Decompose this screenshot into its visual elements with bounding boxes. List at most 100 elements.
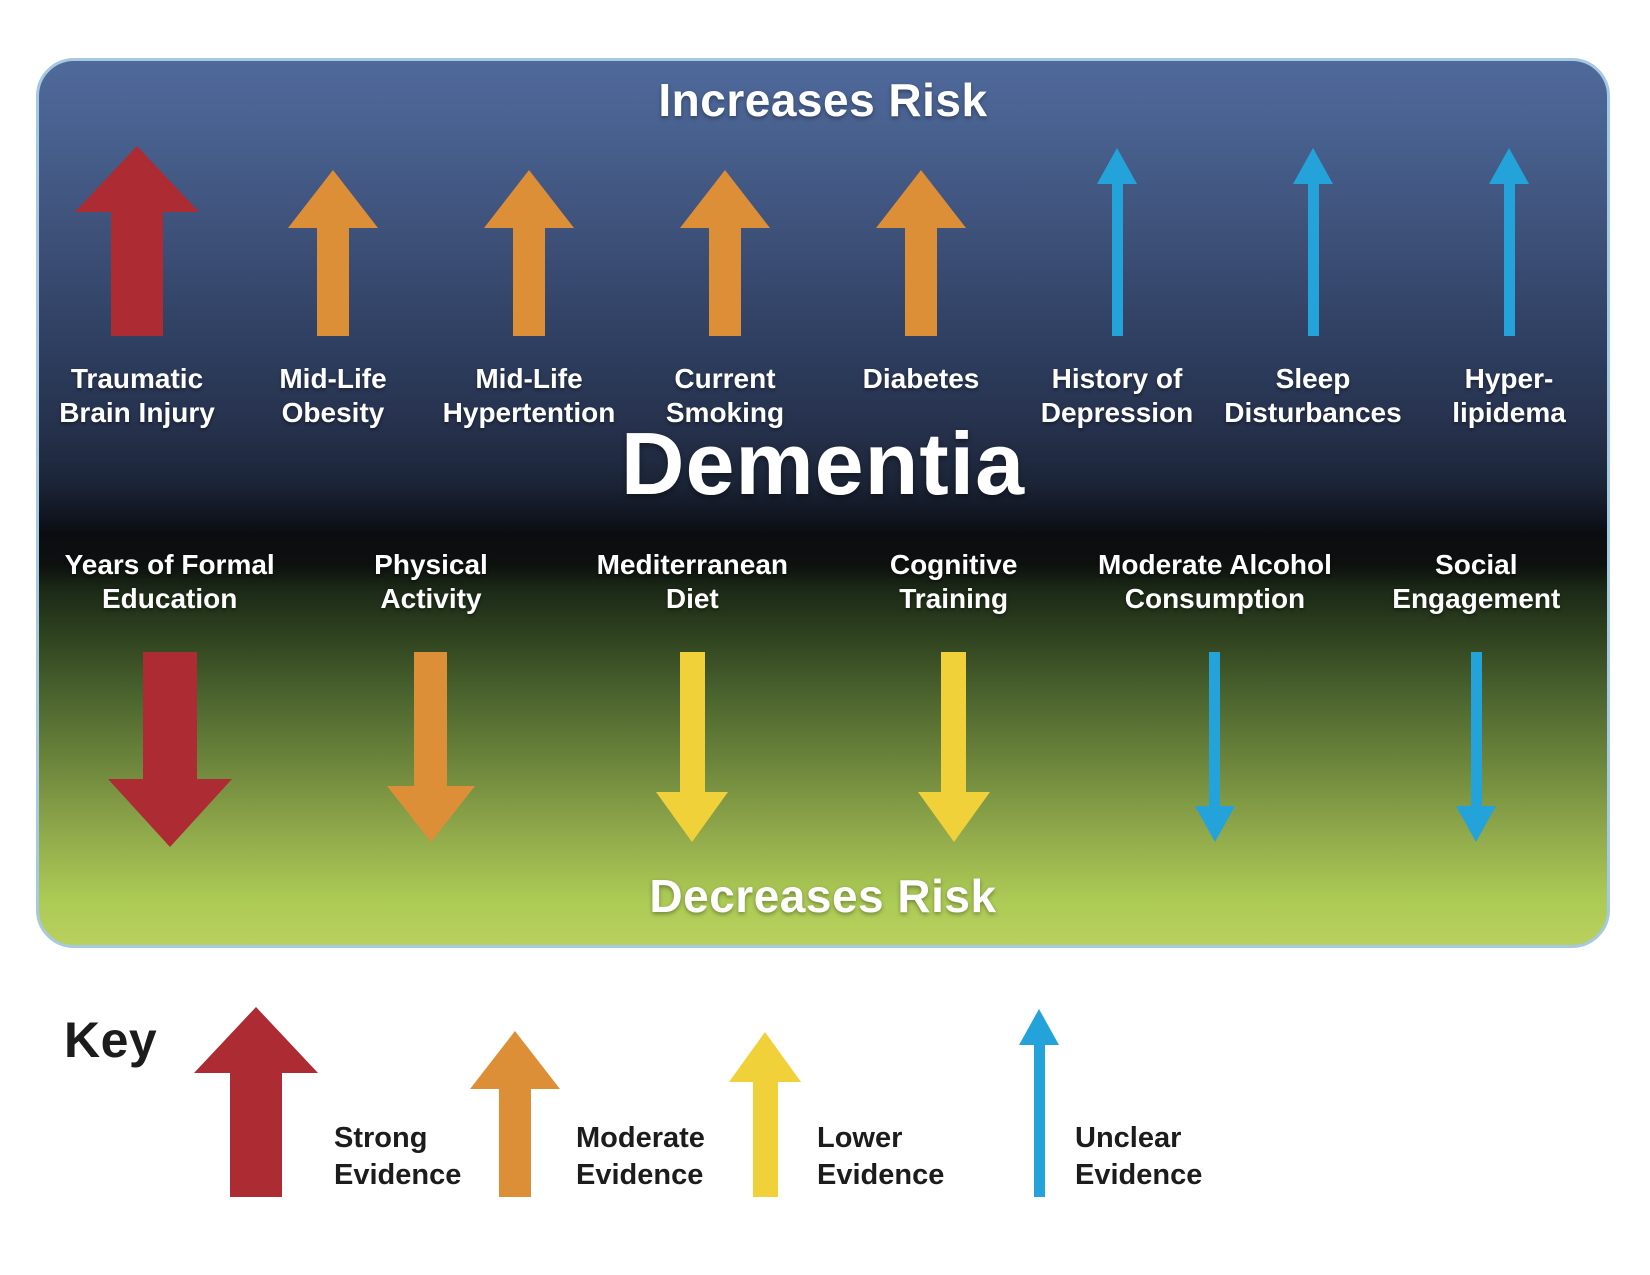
arrow-head [75, 146, 199, 212]
arrow-shaft [1503, 184, 1515, 336]
up-arrow-strong-evidence-icon [194, 1007, 318, 1197]
down-arrow-moderate-evidence-icon [386, 652, 475, 842]
arrow-shaft [1111, 184, 1123, 336]
arrow-slot [288, 140, 378, 336]
arrow-slot [1097, 140, 1137, 336]
arrow-head [680, 170, 770, 228]
factor-label: Traumatic Brain Injury [59, 363, 215, 429]
key-item-strong-evidence: Strong Evidence [194, 1007, 461, 1197]
arrow-head [288, 170, 378, 228]
up-arrow-unclear-evidence-icon [1097, 148, 1137, 336]
factor-label: History of Depression [1040, 363, 1194, 429]
down-arrow-unclear-evidence-icon [1194, 652, 1235, 842]
factor-mediterranean-diet: Mediterranean Diet [562, 548, 823, 852]
up-arrow-lower-evidence-icon [729, 1032, 801, 1197]
up-arrow-moderate-evidence-icon [288, 170, 378, 336]
factor-label: Current Smoking [665, 363, 785, 429]
arrow-shaft [111, 212, 163, 336]
down-arrow-lower-evidence-icon [656, 652, 729, 842]
arrow-shaft [941, 652, 967, 792]
factor-diabetes: Diabetes [823, 140, 1019, 430]
factor-label: Diabetes [862, 363, 980, 394]
arrow-head [876, 170, 966, 228]
factor-sleep-disturbances: Sleep Disturbances [1215, 140, 1411, 430]
arrow-slot [656, 652, 729, 852]
arrow-slot [876, 140, 966, 336]
arrow-shaft [499, 1089, 531, 1197]
arrow-shaft [317, 228, 349, 336]
factor-label: Years of Formal Education [64, 549, 275, 615]
factor-label: Hyper- lipidema [1452, 363, 1566, 429]
arrow-slot [1489, 140, 1529, 336]
arrow-shaft [1470, 652, 1482, 806]
arrow-head [1293, 148, 1333, 184]
up-arrow-moderate-evidence-icon [876, 170, 966, 336]
evidence-key: Key Strong Evidence Moderate Evidence Lo… [0, 985, 1650, 1197]
factor-history-of-depression: History of Depression [1019, 140, 1215, 430]
arrow-head [917, 792, 990, 842]
arrow-slot [75, 140, 199, 336]
arrow-shaft [1209, 652, 1221, 806]
arrow-slot [107, 652, 232, 852]
factor-moderate-alcohol-consumption: Moderate Alcohol Consumption [1084, 548, 1345, 852]
factor-traumatic-brain-injury: Traumatic Brain Injury [39, 140, 235, 430]
arrow-shaft [1033, 1045, 1045, 1197]
arrow-shaft [679, 652, 705, 792]
arrow-head [1456, 806, 1497, 842]
factor-mid-life-obesity: Mid-Life Obesity [235, 140, 431, 430]
arrow-shaft [709, 228, 741, 336]
arrow-slot [386, 652, 475, 852]
factor-hyper-lipidema: Hyper- lipidema [1411, 140, 1607, 430]
arrow-slot [1293, 140, 1333, 336]
arrow-shaft [513, 228, 545, 336]
arrow-slot [680, 140, 770, 336]
arrow-slot [1194, 652, 1235, 852]
key-label: Lower Evidence [817, 1121, 945, 1192]
down-arrow-lower-evidence-icon [917, 652, 990, 842]
arrow-head [1489, 148, 1529, 184]
factor-social-engagement: Social Engagement [1346, 548, 1607, 852]
factor-mid-life-hypertention: Mid-Life Hypertention [431, 140, 627, 430]
decreases-risk-title: Decreases Risk [649, 870, 997, 922]
arrow-head [656, 792, 729, 842]
increases-risk-row: Traumatic Brain Injury Mid-Life Obesity [39, 140, 1607, 430]
arrow-shaft [142, 652, 197, 779]
factor-label: Mid-Life Hypertention [442, 363, 616, 429]
arrow-head [729, 1032, 801, 1082]
factor-physical-activity: Physical Activity [300, 548, 561, 852]
arrow-slot [484, 140, 574, 336]
arrow-shaft [1307, 184, 1319, 336]
arrow-shaft [752, 1082, 778, 1197]
up-arrow-strong-evidence-icon [75, 146, 199, 336]
arrow-head [1019, 1009, 1059, 1045]
arrow-head [1194, 806, 1235, 842]
arrow-shaft [905, 228, 937, 336]
factor-label: Moderate Alcohol Consumption [1098, 549, 1332, 615]
key-label: Moderate Evidence [576, 1121, 705, 1192]
up-arrow-unclear-evidence-icon [1019, 1009, 1059, 1197]
arrow-shaft [414, 652, 448, 786]
arrow-head [194, 1007, 318, 1073]
up-arrow-moderate-evidence-icon [470, 1031, 560, 1197]
factor-label: Physical Activity [374, 549, 488, 615]
arrow-slot [1456, 652, 1497, 852]
key-item-unclear-evidence: Unclear Evidence [1019, 1009, 1202, 1197]
factor-label: Cognitive Training [889, 549, 1018, 615]
factor-current-smoking: Current Smoking [627, 140, 823, 430]
key-title: Key [64, 1012, 158, 1068]
up-arrow-unclear-evidence-icon [1293, 148, 1333, 336]
arrow-head [386, 786, 475, 842]
risk-panel: Increases Risk Traumatic Brain Injury [36, 58, 1610, 948]
key-label: Unclear Evidence [1075, 1121, 1203, 1192]
factor-years-of-formal-education: Years of Formal Education [39, 548, 300, 852]
factor-label: Mediterranean Diet [596, 549, 789, 615]
factor-cognitive-training: Cognitive Training [823, 548, 1084, 852]
up-arrow-moderate-evidence-icon [680, 170, 770, 336]
arrow-head [484, 170, 574, 228]
key-label: Strong Evidence [334, 1121, 462, 1192]
arrow-head [470, 1031, 560, 1089]
factor-label: Mid-Life Obesity [279, 363, 387, 429]
decreases-risk-row: Years of Formal Education Physical Activ… [39, 548, 1607, 852]
down-arrow-strong-evidence-icon [107, 652, 232, 847]
